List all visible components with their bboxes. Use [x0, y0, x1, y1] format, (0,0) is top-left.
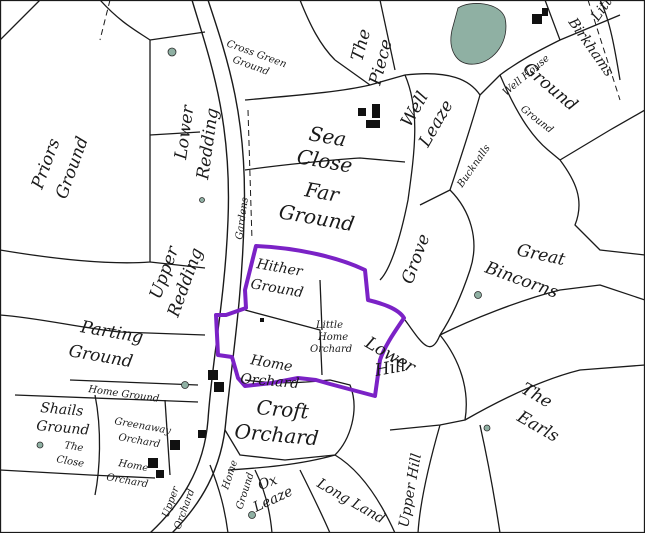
track-northeast: [587, 0, 621, 101]
label-shails-ground: Ground: [36, 418, 91, 439]
label-far-ground: Far: [302, 177, 342, 207]
label-lower-redding: Redding: [193, 107, 223, 182]
label-lower-redding: Lower: [171, 103, 199, 161]
label-home-orchard: Home: [248, 352, 293, 375]
label-great-bincorns: Great: [515, 240, 567, 270]
label-parting-ground: Ground: [67, 341, 134, 372]
label-parting-ground: Parting: [78, 317, 145, 348]
label-little-home-orchard: Little: [315, 320, 343, 331]
label-little-home-orchard: Orchard: [310, 344, 352, 355]
tree-icon: [248, 511, 256, 519]
pond-water: [450, 3, 507, 65]
label-sea-close: Close: [295, 144, 354, 177]
label-croft-orchard: Croft: [256, 395, 311, 424]
label-far-ground: Ground: [277, 199, 356, 236]
label-croft-orchard: Orchard: [234, 419, 320, 450]
field-labels: Priors Ground Cross Green Ground Lower R…: [28, 0, 623, 531]
tree-icon: [474, 291, 482, 299]
label-hither-ground: Ground: [249, 276, 304, 301]
label-the-close: The: [63, 440, 84, 454]
label-little-home-orchard: Home: [317, 332, 348, 343]
tree-icon: [167, 47, 177, 57]
track-north: [99, 0, 111, 41]
label-grove: Grove: [398, 231, 434, 286]
main-road-west-edge: [149, 0, 230, 533]
label-home-orchard-small: Orchard: [105, 472, 148, 490]
label-hither-ground: Hither: [254, 256, 305, 280]
label-the-earls: Earls: [513, 407, 563, 447]
label-home-ground: Home Ground: [87, 384, 160, 405]
label-upper-hill: Upper Hill: [396, 452, 425, 528]
label-home-orchard: Orchard: [240, 371, 300, 392]
tree-icon: [199, 197, 205, 203]
label-the-close: Close: [55, 454, 84, 470]
label-home-orchard-small: Home: [116, 458, 149, 474]
label-lower-hill: Hill: [372, 356, 407, 381]
label-gardens: Gardens: [234, 197, 251, 241]
track-gardens: [247, 109, 253, 241]
tree-icon: [36, 441, 44, 449]
label-ox-leaze: Ox: [256, 472, 280, 494]
tree-icon: [483, 424, 491, 432]
highlighted-parcel-outline: [214, 244, 406, 398]
label-well-house-ground: Ground: [518, 104, 555, 136]
label-shails-ground: Shails: [40, 400, 84, 420]
tree-icon: [181, 381, 189, 389]
buildings: [148, 8, 548, 478]
label-home-ground-vertical: Home: [220, 459, 240, 492]
label-greenaway-orchard: Orchard: [117, 432, 160, 450]
label-bucknalls: Bucknalls: [455, 143, 493, 191]
